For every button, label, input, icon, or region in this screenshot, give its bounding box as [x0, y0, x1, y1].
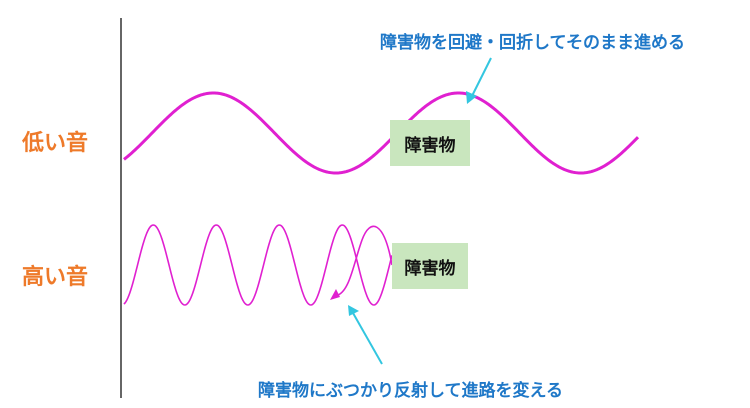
bottom-callout-arrow-line — [352, 312, 383, 365]
high-sound-label: 高い音 — [22, 265, 89, 290]
diffraction-caption: 障害物を回避・回折してそのまま進める — [380, 33, 685, 53]
high-frequency-wave — [123, 224, 393, 306]
low-frequency-wave — [123, 91, 640, 175]
reflected-wave — [337, 225, 393, 296]
obstacle-box-high: 障害物 — [392, 243, 468, 289]
low-sound-label: 低い音 — [22, 131, 89, 156]
obstacle-label-high: 障害物 — [404, 258, 456, 279]
top-callout-arrowhead — [466, 91, 477, 104]
obstacle-box-low: 障害物 — [390, 120, 470, 166]
top-callout-arrow-line — [471, 57, 492, 97]
reflection-caption: 障害物にぶつかり反射して進路を変える — [258, 381, 563, 401]
obstacle-label-low: 障害物 — [404, 135, 456, 156]
reflection-arrowhead — [330, 289, 340, 300]
bottom-callout-arrowhead — [348, 305, 359, 316]
